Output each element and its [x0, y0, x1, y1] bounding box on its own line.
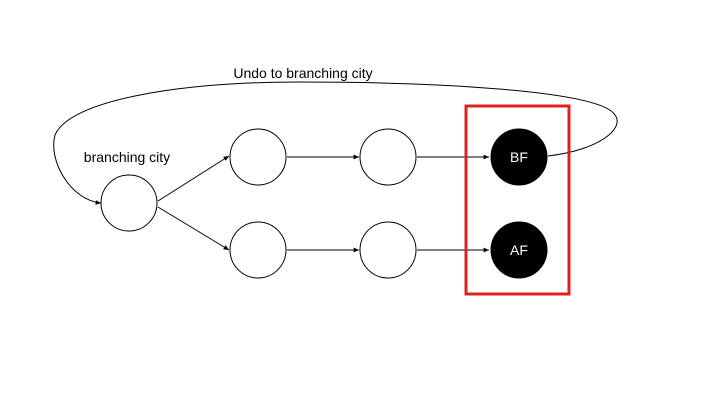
node-bottom-2	[359, 221, 417, 279]
node-top-1	[229, 128, 287, 186]
node-top-2	[359, 128, 417, 186]
loop-label: Undo to branching city	[233, 65, 372, 81]
node-af-label: AF	[510, 242, 528, 258]
branch-label: branching city	[84, 149, 170, 165]
node-bf-label: BF	[510, 149, 528, 165]
undo-loop-edge	[53, 81, 618, 205]
edge-start-top1	[157, 155, 230, 202]
edge-start-bottom1	[157, 206, 230, 251]
node-bf	[490, 128, 548, 186]
node-af	[490, 221, 548, 279]
node-start	[100, 174, 158, 232]
final-states-highlight	[464, 104, 571, 296]
node-bottom-1	[229, 221, 287, 279]
